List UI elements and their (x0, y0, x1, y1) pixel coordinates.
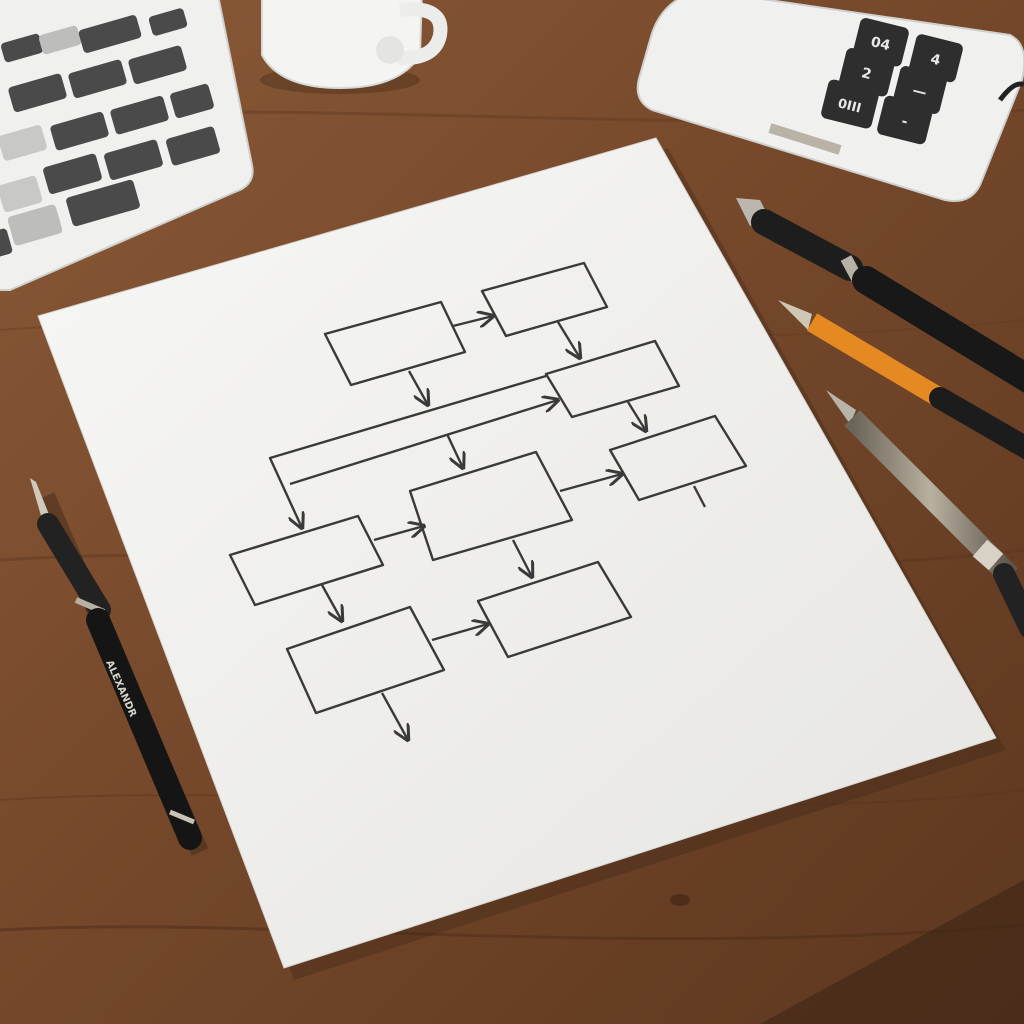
flowchart-box (544, 339, 681, 419)
paper-sheet (37, 137, 1006, 980)
flowchart-arrow (431, 624, 488, 642)
flowchart-arrow (380, 692, 408, 740)
flowchart-arrow (692, 485, 707, 508)
flowchart-arrow (511, 539, 532, 577)
flowchart-box (480, 261, 609, 338)
key-label: 0III (836, 96, 862, 116)
flowchart-diagram (228, 261, 748, 740)
key-label: 2 (860, 65, 873, 83)
calculator-keys (0, 8, 220, 258)
flowchart-box (285, 605, 446, 715)
key-label: 4 (929, 51, 943, 69)
fountain-pen (826, 390, 1024, 638)
flowchart-box (228, 514, 385, 607)
calculator (0, 0, 254, 291)
orange-pencil (778, 300, 1024, 460)
flowchart-arrow (556, 321, 580, 358)
flowchart-arrow (268, 374, 547, 528)
key-label: - (900, 113, 910, 130)
flowchart-box (476, 560, 633, 659)
keypad-keys: 04 4 2 — 0III - (821, 18, 963, 145)
key-label: 04 (869, 34, 892, 54)
black-marker-right (736, 198, 1024, 393)
flowchart-arrow (320, 584, 342, 621)
coffee-mug (260, 0, 448, 94)
flowchart-box (323, 300, 467, 387)
key-label: — (911, 82, 928, 101)
flowchart-arrow (407, 370, 428, 405)
flowchart-arrow (373, 526, 424, 542)
numeric-keypad: 04 4 2 — 0III - (636, 0, 1024, 202)
flowchart-arrow (559, 474, 622, 493)
flowchart-box (608, 414, 748, 502)
flowchart-arrow (289, 400, 558, 486)
flowchart-arrow (452, 316, 493, 326)
flowchart-arrow (445, 433, 463, 468)
flowchart-arrow (626, 401, 646, 431)
